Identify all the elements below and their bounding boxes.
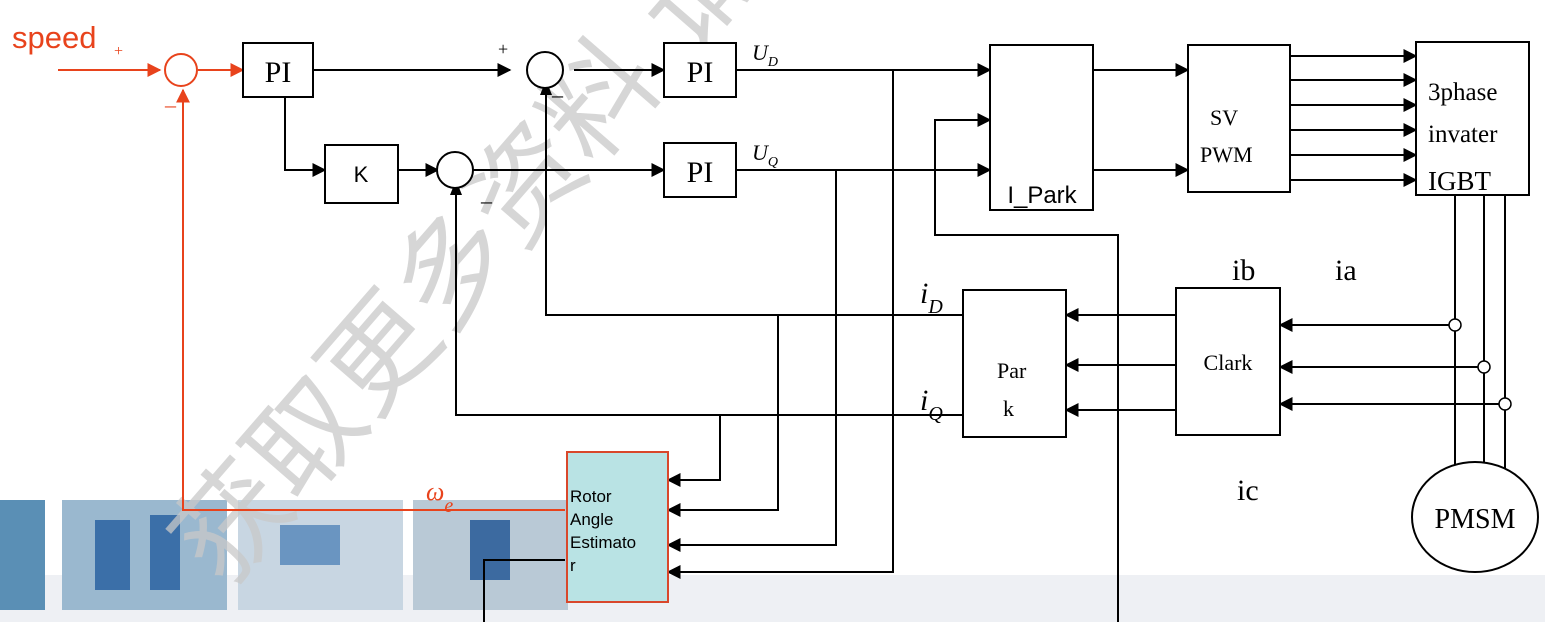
svpwm-label-line1: SV	[1210, 105, 1238, 130]
park-label-line1: Par	[997, 358, 1027, 383]
speed-summing-junction	[164, 53, 198, 87]
ib-label: ib	[1232, 254, 1255, 287]
signal-wires	[284, 49, 1506, 622]
inverter-label-line2: invater	[1428, 121, 1498, 148]
d-plus-sign: +	[498, 39, 508, 59]
speed-label: speed	[12, 20, 96, 55]
svpwm-label-line2: PWM	[1200, 142, 1253, 167]
park-label-line2: k	[1003, 396, 1014, 421]
pi-speed-label: PI	[265, 56, 292, 89]
photo-tile	[0, 500, 45, 610]
i-park-label: I_Park	[1007, 182, 1077, 209]
inverter-label-line3: IGBT	[1428, 166, 1491, 196]
pi-q-block: PI	[663, 142, 737, 198]
current-tap-c	[1498, 397, 1512, 411]
pmsm-motor: PMSM	[1411, 461, 1539, 573]
inverter-block: 3phase invater IGBT	[1415, 41, 1530, 196]
pi-q-label: PI	[687, 156, 714, 189]
pi-d-label: PI	[687, 56, 714, 89]
ia-label: ia	[1335, 254, 1357, 287]
omega-label: ωe	[426, 477, 453, 517]
q-summing-junction	[436, 151, 474, 189]
photo-strip	[0, 500, 1545, 622]
rotor-angle-estimator-block: Rotor Angle Estimato r	[566, 451, 669, 603]
pi-d-block: PI	[663, 42, 737, 98]
iq-label: iQ	[920, 384, 943, 425]
id-label: iD	[920, 277, 943, 318]
clark-label: Clark	[1204, 350, 1253, 375]
estimator-label-line4: r	[570, 556, 576, 575]
i-park-block: I_Park	[989, 44, 1094, 211]
estimator-label-line3: Estimato	[570, 533, 636, 552]
gain-k-label: K	[354, 162, 369, 187]
d-summing-junction	[526, 51, 564, 89]
photo-tile	[62, 500, 227, 610]
inverter-label-line1: 3phase	[1428, 79, 1497, 106]
svpwm-block: SV PWM	[1187, 44, 1291, 193]
speed-minus-sign: –	[164, 92, 177, 117]
gain-k-block: K	[324, 144, 399, 204]
park-block: Par k	[962, 289, 1067, 438]
current-tap-b	[1477, 360, 1491, 374]
current-tap-a	[1448, 318, 1462, 332]
uq-label: UQ	[752, 140, 778, 170]
speed-plus-sign: +	[114, 43, 123, 60]
clark-block: Clark	[1175, 287, 1281, 436]
speed-feedback-path	[58, 53, 565, 511]
d-minus-sign: –	[551, 82, 564, 107]
estimator-label-line2: Angle	[570, 510, 613, 529]
estimator-label-line1: Rotor	[570, 487, 612, 506]
ic-label: ic	[1237, 474, 1259, 507]
ud-label: UD	[752, 40, 778, 70]
pmsm-label: PMSM	[1435, 504, 1516, 535]
pi-speed-block: PI	[242, 42, 314, 98]
q-minus-sign: –	[480, 188, 493, 213]
